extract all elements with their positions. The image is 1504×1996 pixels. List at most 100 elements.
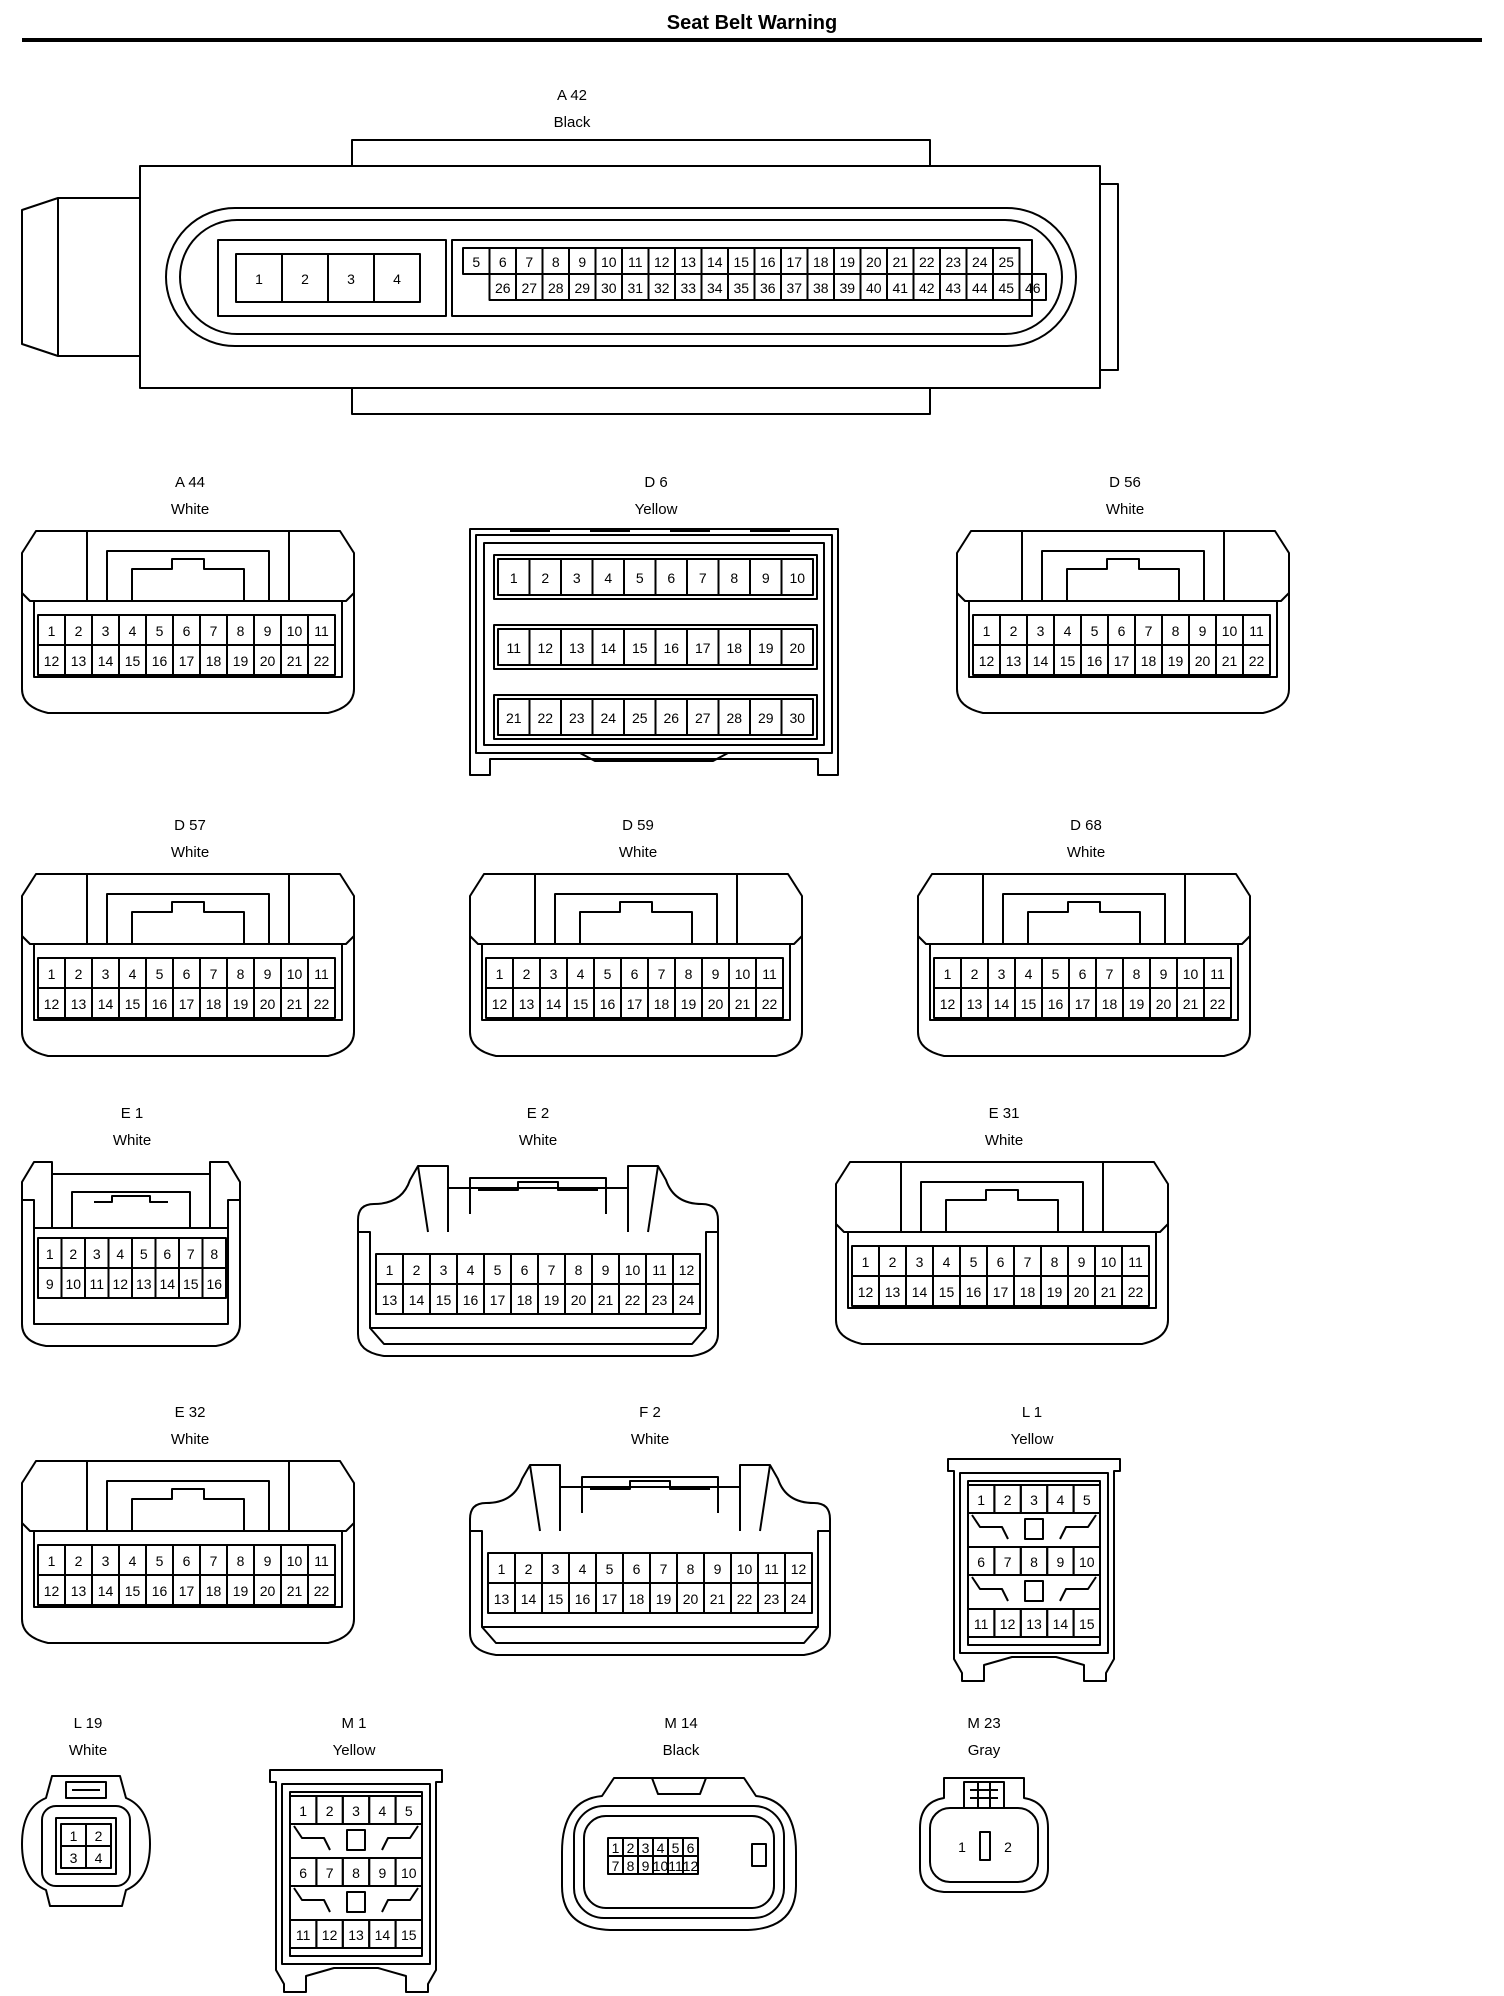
connector-color: Yellow: [333, 1742, 376, 1759]
pin-number: 4: [116, 1246, 124, 1262]
pin-number: 20: [789, 640, 805, 656]
pin-number: 9: [712, 966, 720, 982]
pin-number: 11: [668, 1858, 683, 1874]
pin-number: 5: [1052, 966, 1060, 982]
connector-color: White: [985, 1132, 1023, 1149]
pin-number: 2: [1004, 1839, 1012, 1855]
pin-number: 19: [758, 640, 774, 656]
connector-outline: [51, 1174, 211, 1228]
connector-color: White: [1106, 501, 1144, 518]
pin-number: 3: [1030, 1492, 1038, 1508]
pin-cell: [780, 698, 814, 736]
pin-number: 15: [1060, 653, 1076, 669]
pin-number: 3: [352, 1803, 360, 1819]
pin-number: 9: [264, 1553, 272, 1569]
pin-number: 9: [1057, 1554, 1065, 1570]
connector-outline: [579, 752, 729, 762]
connector-outline: [139, 165, 1101, 389]
pin-number: 20: [708, 996, 724, 1012]
pin-number: 22: [1128, 1284, 1144, 1300]
pin-number: 15: [401, 1927, 417, 1943]
pin-number: 30: [789, 710, 805, 726]
connector-outline: [956, 530, 1290, 714]
pin-number: 4: [129, 623, 137, 639]
polarity-key: [346, 1891, 366, 1913]
pin-number: 8: [1051, 1254, 1059, 1270]
pin-number: 6: [183, 623, 191, 639]
pin-number: 21: [735, 996, 751, 1012]
pin-number: 10: [1183, 966, 1199, 982]
connector-name: D 57: [174, 817, 206, 834]
pin-number: 15: [436, 1292, 452, 1308]
pin-number: 8: [575, 1262, 583, 1278]
pin-number: 2: [627, 1840, 635, 1856]
pin-number: 20: [866, 254, 882, 270]
connector-outline: [369, 1327, 707, 1345]
pin-number: 12: [492, 996, 508, 1012]
pin-number: 2: [326, 1803, 334, 1819]
pin-cell: [85, 1845, 112, 1869]
pin-number: 19: [1168, 653, 1184, 669]
pin-number: 3: [102, 623, 110, 639]
pin-number: 9: [264, 623, 272, 639]
pin-number: 13: [71, 996, 87, 1012]
pin-cell: [784, 1582, 813, 1614]
pin-number: 20: [260, 653, 276, 669]
connector-outline: [22, 1199, 240, 1325]
connector-outline: [529, 1464, 771, 1532]
pin-number: 4: [95, 1850, 103, 1866]
pin-number: 29: [574, 280, 590, 296]
pin-number: 3: [102, 966, 110, 982]
pin-number: 7: [525, 254, 533, 270]
pin-number: 11: [628, 254, 643, 270]
pin-number: 17: [179, 1583, 195, 1599]
connector-outline: [86, 531, 290, 601]
connector-outline: [900, 1162, 1104, 1232]
pin-number: 13: [519, 996, 535, 1012]
pin-number: 4: [1064, 623, 1072, 639]
pin-number: 9: [264, 966, 272, 982]
pin-number: 16: [206, 1276, 222, 1292]
connector-outline: [65, 1781, 107, 1799]
pin-number: 5: [970, 1254, 978, 1270]
pin-cell: [1072, 1546, 1101, 1576]
pin-number: 16: [966, 1284, 982, 1300]
connector-name: E 31: [989, 1105, 1020, 1122]
connector-color: White: [171, 844, 209, 861]
pin-number: 9: [642, 1858, 650, 1874]
pin-number: 1: [977, 1492, 985, 1508]
pin-number: 4: [604, 570, 612, 586]
pin-number: 5: [405, 1803, 413, 1819]
pin-number: 33: [680, 280, 696, 296]
connector-outline: [86, 874, 290, 944]
connector-outline: [41, 1805, 131, 1887]
pin-number: 10: [625, 1262, 641, 1278]
pin-number: 6: [1118, 623, 1126, 639]
pin-cell: [780, 558, 814, 596]
pin-cell: [394, 1795, 424, 1825]
pin-number: 18: [726, 640, 742, 656]
pin-number: 1: [46, 1246, 54, 1262]
pin-cell: [394, 1857, 424, 1887]
pin-number: 41: [892, 280, 908, 296]
pin-number: 5: [494, 1262, 502, 1278]
pin-number: 12: [44, 996, 60, 1012]
pin-number: 12: [940, 996, 956, 1012]
pin-number: 17: [993, 1284, 1009, 1300]
pin-number: 11: [89, 1276, 104, 1292]
connector-outline: [358, 1231, 718, 1329]
pin-number: 1: [510, 570, 518, 586]
connector-color: Yellow: [635, 501, 678, 518]
pin-number: 14: [1053, 1616, 1069, 1632]
connector-outline: [21, 197, 140, 357]
pin-number: 8: [237, 623, 245, 639]
connector-outline: [573, 1805, 785, 1919]
connector-outline: [483, 542, 825, 746]
pin-number: 9: [1199, 623, 1207, 639]
connector-outline: [534, 874, 738, 944]
pin-number: 28: [726, 710, 742, 726]
pin-number: 15: [125, 996, 141, 1012]
pin-number: 1: [386, 1262, 394, 1278]
